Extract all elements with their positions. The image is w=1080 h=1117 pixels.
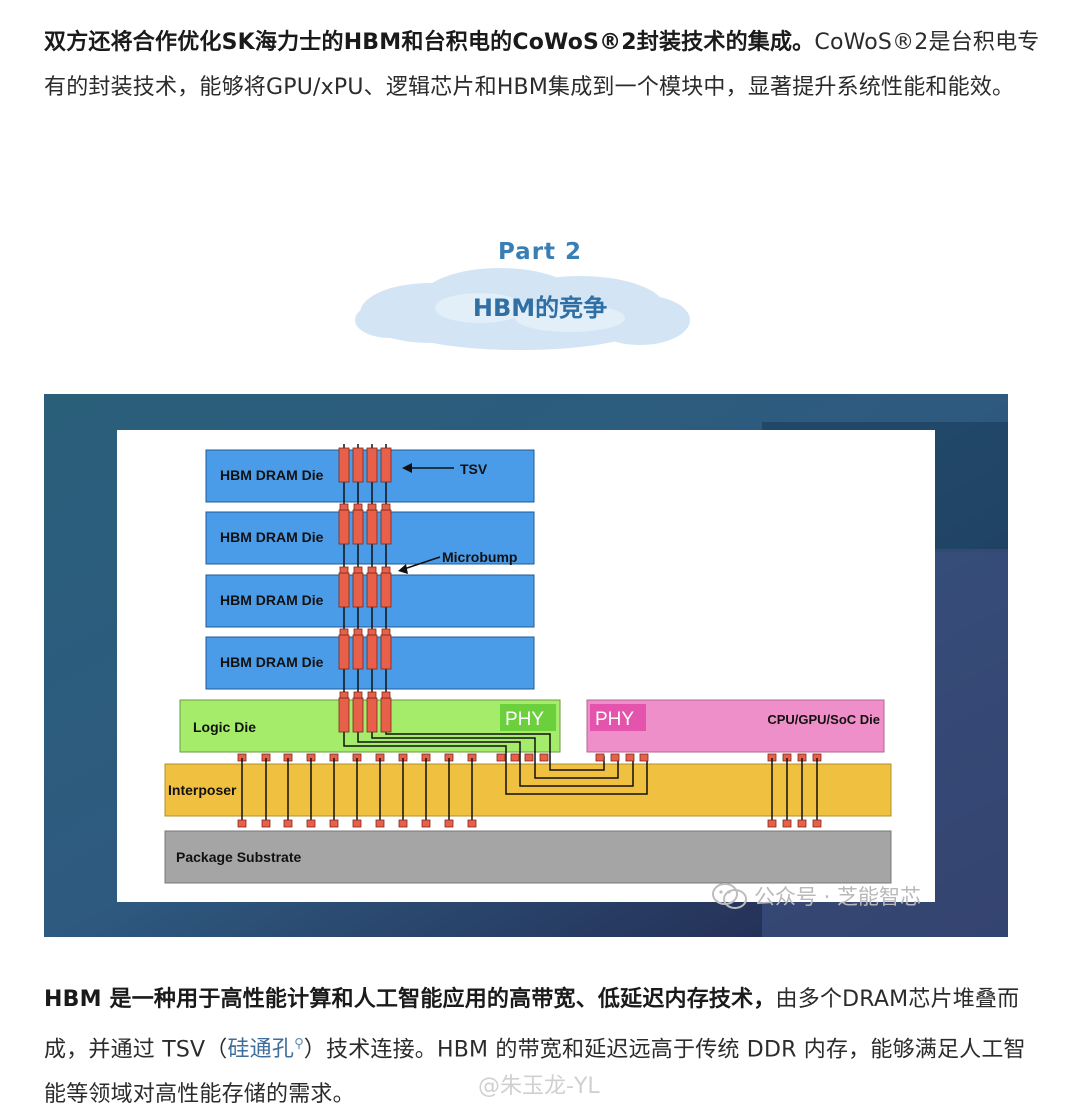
tsv-via: [380, 447, 392, 483]
tsv-via: [380, 572, 392, 608]
interposer: [164, 763, 892, 817]
package-substrate: [164, 830, 892, 884]
microbump: [367, 566, 377, 574]
substrate-bump: [812, 819, 822, 828]
microbump: [339, 503, 349, 511]
logic-phy-label: PHY: [505, 709, 544, 730]
substrate-bump: [421, 819, 431, 828]
substrate-bump: [797, 819, 807, 828]
microbump: [353, 503, 363, 511]
cloud-decoration: [355, 268, 690, 350]
microbump: [381, 628, 391, 636]
substrate-bump: [306, 819, 316, 828]
microbump: [381, 566, 391, 574]
tsv-via: [338, 509, 350, 545]
microbump-label: Microbump: [442, 549, 517, 565]
interposer-top-bump: [524, 753, 534, 762]
interposer-top-bump: [639, 753, 649, 762]
tsv-via: [338, 447, 350, 483]
section-title: HBM的竞争: [472, 294, 608, 322]
substrate-bump: [283, 819, 293, 828]
intro-bold: 双方还将合作优化SK海力士的HBM和台积电的CoWoS®2封装技术的集成。: [44, 30, 815, 55]
substrate-bump: [444, 819, 454, 828]
microbump: [353, 691, 363, 699]
interposer-top-bump: [610, 753, 620, 762]
microbump: [339, 691, 349, 699]
tsv-via: [352, 509, 364, 545]
substrate-bump: [782, 819, 792, 828]
body-paragraph: HBM 是一种用于高性能计算和人工智能应用的高带宽、低延迟内存技术，由多个DRA…: [44, 977, 1040, 1117]
substrate-bump: [467, 819, 477, 828]
phy-interconnect-wires: [343, 730, 648, 795]
dram-die-label: HBM DRAM Die: [220, 529, 324, 545]
tsv-via: [366, 697, 378, 733]
body-text-2: ）技术连接。HBM 的带宽和延迟远高于传统 DDR 内存，能够满足人工智能等领域…: [44, 1037, 1026, 1108]
tsv-via: [352, 447, 364, 483]
logic-phy-block: [500, 704, 556, 731]
tsv-via: [338, 572, 350, 608]
tsv-via: [366, 572, 378, 608]
logic-die-label: Logic Die: [193, 719, 256, 735]
microbump: [367, 628, 377, 636]
search-icon[interactable]: ⚲: [294, 1037, 304, 1052]
dram-die-label: HBM DRAM Die: [220, 654, 324, 670]
author-watermark: @朱玉龙-YL: [478, 1074, 600, 1099]
watermark-text: 公众号 · 芝能智芯: [754, 885, 922, 909]
tsv-label: TSV: [460, 461, 488, 477]
interposer-top-bump: [539, 753, 549, 762]
tsv-via: [366, 447, 378, 483]
bump-layer: [237, 444, 822, 828]
interposer-top-bump: [510, 753, 520, 762]
package-substrate-label: Package Substrate: [176, 849, 301, 865]
tsv-arrow-head: [402, 463, 412, 473]
tsv-via: [352, 634, 364, 670]
wechat-icon: [712, 883, 747, 909]
tsv-via: [366, 634, 378, 670]
microbump-arrow: [400, 556, 441, 571]
microbump: [353, 628, 363, 636]
microbump-arrow-head: [398, 564, 408, 574]
substrate-bump: [375, 819, 385, 828]
body-bold: HBM 是一种用于高性能计算和人工智能应用的高带宽、低延迟内存技术，: [44, 987, 776, 1012]
intro-text: CoWoS®2是台积电专有的封装技术，能够将GPU/xPU、逻辑芯片和HBM集成…: [44, 30, 1040, 100]
tsv-via: [338, 697, 350, 733]
section-part-label: Part 2: [497, 239, 583, 265]
microbump: [381, 691, 391, 699]
intro-paragraph: 双方还将合作优化SK海力士的HBM和台积电的CoWoS®2封装技术的集成。CoW…: [44, 20, 1040, 110]
tsv-via: [338, 634, 350, 670]
substrate-bump: [352, 819, 362, 828]
body-text-1: 由多个DRAM芯片堆叠而成，并通过 TSV（: [44, 987, 1020, 1063]
interposer-top-bump: [496, 753, 506, 762]
substrate-bump: [329, 819, 339, 828]
microbump: [339, 628, 349, 636]
substrate-bump: [767, 819, 777, 828]
tsv-via: [352, 697, 364, 733]
substrate-bump: [261, 819, 271, 828]
interposer-top-bump: [625, 753, 635, 762]
tsv-search-link[interactable]: 硅通孔⚲: [227, 1037, 304, 1063]
dram-die-label: HBM DRAM Die: [220, 467, 324, 483]
tsv-via: [380, 634, 392, 670]
substrate-bump: [398, 819, 408, 828]
tsv-via: [366, 509, 378, 545]
tsv-via: [380, 697, 392, 733]
soc-phy-label: PHY: [595, 709, 634, 730]
interposer-top-bump: [595, 753, 605, 762]
tsv-via: [380, 509, 392, 545]
soc-phy-block: [590, 704, 646, 731]
soc-die-label: CPU/GPU/SoC Die: [767, 712, 880, 727]
microbump: [353, 566, 363, 574]
tsv-via: [352, 572, 364, 608]
substrate-bump: [237, 819, 247, 828]
microbump: [367, 691, 377, 699]
microbump: [367, 503, 377, 511]
dram-die-label: HBM DRAM Die: [220, 592, 324, 608]
interposer-label: Interposer: [168, 782, 237, 798]
microbump: [339, 566, 349, 574]
microbump: [381, 503, 391, 511]
watermark: 公众号 · 芝能智芯: [712, 881, 921, 911]
